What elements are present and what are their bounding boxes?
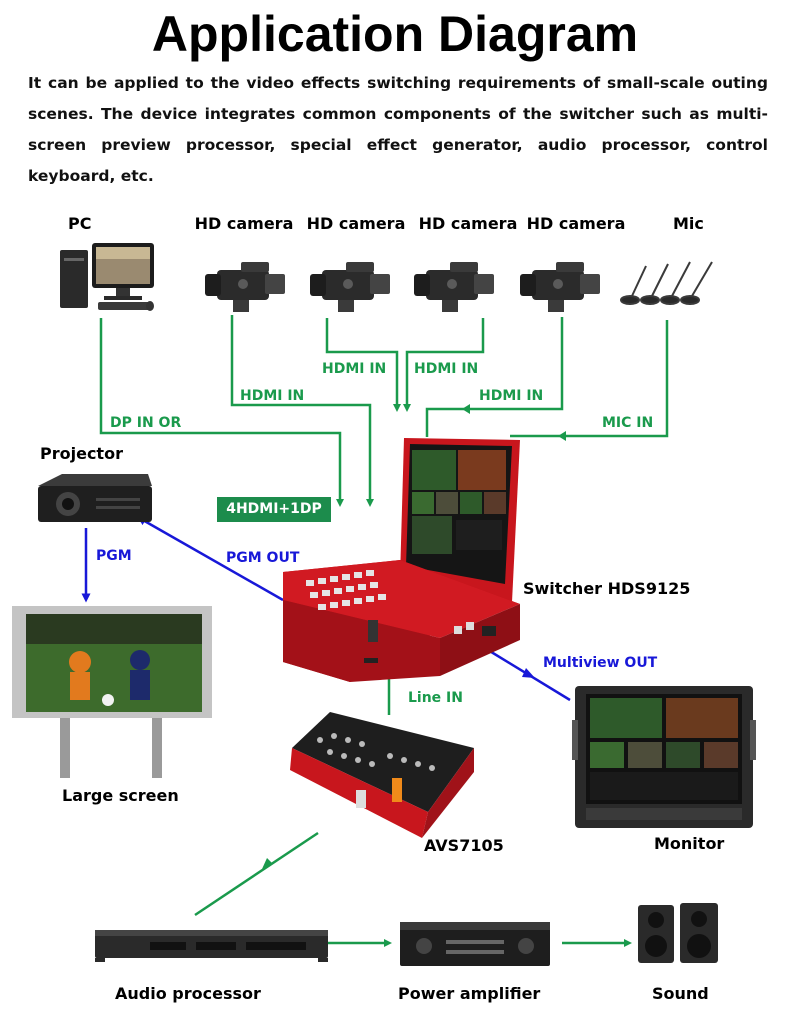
label-pc: PC [68, 214, 92, 233]
camera-icon-2 [310, 262, 390, 312]
speaker-icon [638, 903, 718, 963]
label-hdmi-in-4: HDMI IN [479, 388, 544, 404]
line-cam4-hdmi [425, 317, 564, 437]
label-camera-2: HD camera [306, 214, 406, 233]
label-camera-1: HD camera [194, 214, 294, 233]
camera-icon-4 [520, 262, 600, 312]
label-sound: Sound [652, 984, 709, 1003]
input-count-badge: 4HDMI+1DP [217, 497, 331, 522]
line-cam3-hdmi [403, 318, 485, 412]
page-title: Application Diagram [151, 6, 639, 62]
label-mixer: AVS7105 [424, 836, 504, 855]
switcher-device [283, 438, 520, 682]
power-amplifier-icon [400, 922, 550, 966]
mic-icon [620, 261, 713, 305]
label-audio-processor: Audio processor [115, 984, 261, 1003]
audio-processor-icon [95, 930, 328, 962]
camera-icon-3 [414, 262, 494, 312]
label-pgm-out: PGM OUT [226, 550, 300, 566]
line-mixer-audio [194, 831, 319, 917]
label-monitor: Monitor [654, 834, 725, 853]
label-hdmi-in-3: HDMI IN [414, 361, 479, 377]
label-switcher: Switcher HDS9125 [523, 579, 691, 598]
label-hdmi-in-1: HDMI IN [240, 388, 305, 404]
label-pgm: PGM [96, 548, 132, 564]
label-projector: Projector [40, 444, 123, 463]
monitor-icon [572, 686, 756, 828]
camera-icon-1 [205, 262, 285, 312]
label-mic: Mic [673, 214, 704, 233]
large-screen-icon [12, 606, 212, 778]
mixer-device [290, 712, 474, 838]
label-line-in: Line IN [408, 690, 463, 706]
line-pgm-out [137, 516, 284, 602]
label-camera-4: HD camera [526, 214, 626, 233]
label-mic-in: MIC IN [602, 415, 654, 431]
description: It can be applied to the video effects s… [28, 74, 768, 185]
label-hdmi-in-2: HDMI IN [322, 361, 387, 377]
line-cam2-hdmi [325, 318, 401, 412]
pc-icon [60, 243, 154, 311]
label-power-amplifier: Power amplifier [398, 984, 541, 1003]
line-pc-dp [99, 318, 344, 507]
label-camera-3: HD camera [418, 214, 518, 233]
projector-icon [38, 474, 152, 522]
label-multiview-out: Multiview OUT [543, 655, 658, 671]
label-dp-in: DP IN OR [110, 415, 182, 431]
line-cam1-hdmi [230, 315, 374, 507]
label-large-screen: Large screen [62, 786, 179, 805]
